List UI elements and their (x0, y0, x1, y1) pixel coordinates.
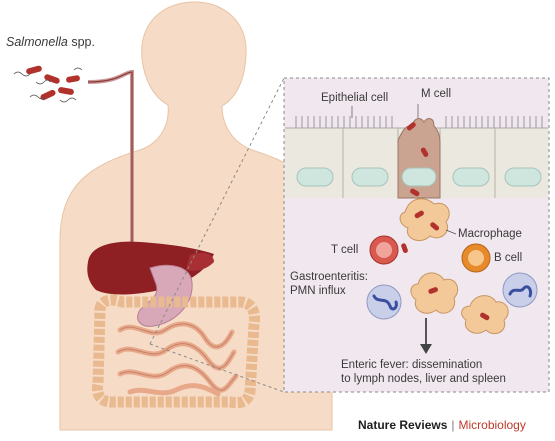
macrophage-cell (399, 198, 450, 241)
enteric-fever-label-2: to lymph nodes, liver and spleen (341, 373, 506, 385)
macrophage-label: Macrophage (458, 228, 522, 240)
salmonella-suffix: spp. (67, 35, 95, 49)
zoom-lines (149, 77, 285, 393)
macrophage-cell (461, 295, 509, 335)
salmonella-label: Salmonella spp. (6, 36, 95, 49)
bacterium (40, 89, 56, 101)
pmn-cell (502, 272, 538, 308)
bacterium (26, 65, 42, 75)
nucleus (504, 167, 542, 187)
gastroenteritis-label-2: PMN influx (290, 285, 346, 297)
m-cell-label: M cell (421, 88, 452, 100)
bacterium (58, 87, 74, 95)
journal-footer: Nature Reviews|Microbiology (358, 418, 526, 432)
nucleus (452, 167, 490, 187)
salmonella-italic: Salmonella (6, 35, 68, 49)
b-cell (461, 243, 491, 273)
bacterium (44, 74, 60, 84)
bacterium (66, 75, 80, 83)
enteric-fever-label-1: Enteric fever: dissemination (341, 359, 483, 371)
t-cell-label: T cell (331, 244, 359, 256)
large-intestine (92, 294, 260, 409)
gastroenteritis-label-1: Gastroenteritis: (290, 271, 368, 283)
nucleus (296, 167, 334, 187)
b-cell-label: B cell (494, 252, 523, 264)
dissemination-arrow (420, 318, 432, 354)
t-cell (369, 235, 408, 265)
nucleus (351, 167, 389, 187)
tissue-panel (283, 77, 550, 393)
epithelial-cell-label: Epithelial cell (321, 92, 389, 104)
salmonella-bacteria (13, 65, 83, 103)
pmn-cell (366, 284, 402, 320)
human-body (59, 1, 333, 431)
macrophage-cell (410, 272, 459, 314)
journal-name: Nature Reviews (358, 418, 448, 432)
footer-separator: | (451, 418, 455, 432)
journal-section: Microbiology (458, 418, 526, 432)
